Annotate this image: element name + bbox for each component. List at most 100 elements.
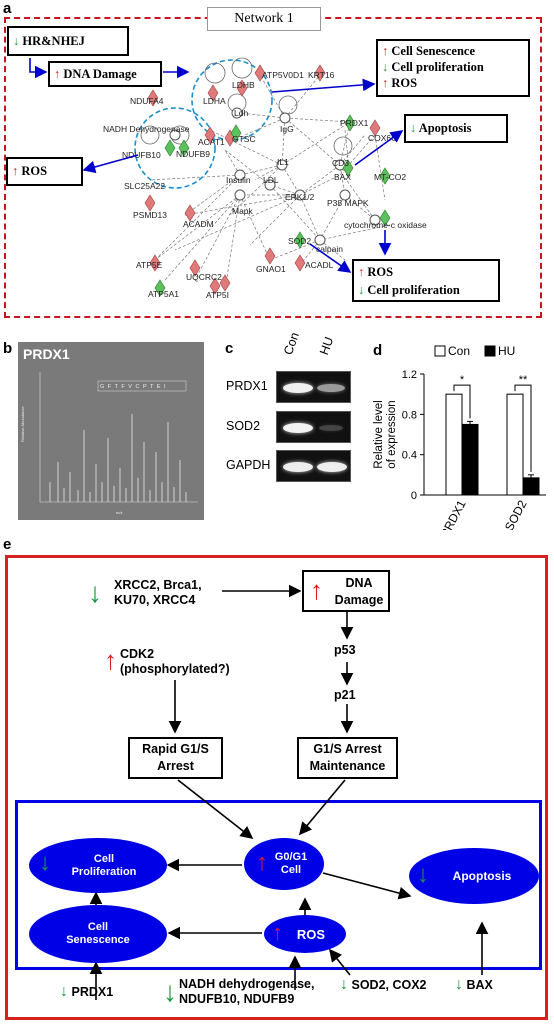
panel-e-label: e	[3, 536, 12, 553]
down-arrow-icon: ↓	[455, 976, 463, 993]
repair-genes-text: XRCC2, Brca1, KU70, XRCC4	[114, 578, 202, 607]
legend-swatch-hu	[484, 345, 496, 357]
band-sod2-hu	[319, 425, 343, 431]
svg-text:LDHB: LDHB	[232, 80, 255, 90]
legend-swatch-con	[434, 345, 446, 357]
gel-gapdh	[276, 450, 351, 482]
down-arrow-icon: ↓	[39, 849, 51, 876]
svg-text:ATP5E: ATP5E	[136, 260, 163, 270]
cell-senescence-node: Cell Senescence	[29, 905, 167, 963]
gel-sod2	[276, 411, 351, 443]
down-arrow-icon: ↓	[60, 983, 68, 1000]
cell-senescence-text: Cell Senescence	[66, 921, 130, 946]
significance-marker: **	[519, 374, 528, 386]
apoptosis-node: ↓ Apoptosis	[409, 848, 539, 904]
svg-text:P38 MAPK: P38 MAPK	[327, 198, 369, 208]
y-tick-label: 0.8	[402, 409, 417, 421]
g0g1-cell-node: ↑ G0/G1 Cell	[244, 838, 324, 890]
svg-text:GTSC: GTSC	[232, 134, 256, 144]
down-arrow-icon: ↓	[163, 976, 177, 1007]
svg-text:NDUFA4: NDUFA4	[130, 96, 164, 106]
ros-bottom-label: ROS	[367, 265, 394, 279]
ros-text: ROS	[296, 926, 326, 942]
svg-text:ERK1/2: ERK1/2	[285, 192, 315, 202]
gene-sod2: SOD2	[226, 419, 261, 433]
upregulated-nodes	[144, 64, 381, 295]
panel-a-label: a	[3, 0, 12, 17]
cell-proliferation-label: Cell proliferation	[391, 60, 484, 74]
ros-left-box: ↑ ROS	[6, 157, 83, 186]
bar-sod2-con	[506, 393, 524, 496]
dna-damage-box: ↑ DNA Damage	[302, 570, 390, 612]
legend-label-con: Con	[448, 344, 470, 358]
up-arrow-icon: ↑	[104, 645, 117, 675]
hr-nhej-label: HR&NHEJ	[22, 34, 85, 48]
ros-bottom-box: ↑ ROS ↓ Cell proliferation	[352, 259, 500, 302]
svg-text:Insulin: Insulin	[226, 175, 251, 185]
svg-text:Mapk: Mapk	[232, 206, 254, 216]
prdx1-group: ↓ PRDX1	[60, 984, 113, 1000]
apoptosis-label: Apoptosis	[418, 121, 472, 135]
up-arrow-icon: ↑	[310, 575, 323, 605]
svg-text:NDUFB10: NDUFB10	[122, 150, 161, 160]
svg-text:NDUFB9: NDUFB9	[176, 149, 210, 159]
gel-prdx1	[276, 371, 351, 403]
spectrum-title: PRDX1	[23, 346, 70, 362]
bax-group: ↓ BAX	[455, 977, 493, 993]
dna-damage-label: DNA Damage	[63, 67, 137, 81]
apoptosis-box: ↓ Apoptosis	[404, 114, 508, 143]
band-gapdh-hu	[317, 462, 347, 472]
sod2-cox2-text: SOD2, COX2	[351, 978, 427, 992]
svg-text:PRDX1: PRDX1	[340, 118, 369, 128]
svg-text:IgG: IgG	[280, 124, 294, 134]
y-axis-label: Relative level	[373, 400, 385, 468]
senescence-box: ↑ Cell Senescence ↓ Cell proliferation ↑…	[376, 39, 530, 97]
cell-proliferation-node: ↓ Cell Proliferation	[29, 838, 167, 893]
significance-bracket	[514, 384, 532, 472]
band-gapdh-con	[283, 462, 313, 472]
svg-text:IL1: IL1	[277, 157, 289, 167]
up-arrow-icon: ↑	[272, 920, 283, 945]
legend-label-hu: HU	[498, 344, 515, 358]
hr-nhej-box: ↓ HR&NHEJ	[7, 26, 129, 56]
svg-text:MT-CO2: MT-CO2	[374, 172, 406, 182]
hub-nodes	[169, 107, 381, 246]
y-tick-label: 0	[411, 490, 417, 502]
down-arrow-icon: ↓	[382, 60, 392, 74]
down-arrow-icon: ↓	[410, 121, 417, 135]
up-arrow-icon: ↑	[12, 164, 19, 178]
svg-text:UQCRC2: UQCRC2	[186, 272, 222, 282]
gene-prdx1: PRDX1	[226, 379, 268, 393]
svg-text:COX6C: COX6C	[368, 133, 397, 143]
up-arrow-icon: ↑	[256, 849, 268, 876]
down-arrow-icon: ↓	[88, 577, 102, 608]
cdk2-text: CDK2 (phosphorylated?)	[120, 647, 230, 676]
network-graph: NDUFA4 LDHA LDHB Ldh ATP5V0D1 KRT16 NADH…	[29, 57, 427, 300]
up-arrow-icon: ↑	[54, 67, 61, 81]
up-arrow-icon: ↑	[382, 44, 392, 58]
svg-text:cytochrome-c oxidase: cytochrome-c oxidase	[344, 220, 427, 230]
up-arrow-icon: ↑	[358, 265, 368, 279]
arrest-maintenance-box: G1/S Arrest Maintenance	[297, 737, 398, 779]
gene-gapdh: GAPDH	[226, 458, 271, 472]
cell-senescence-label: Cell Senescence	[391, 44, 476, 58]
svg-text:BAX: BAX	[334, 172, 351, 182]
up-arrow-icon: ↑	[382, 76, 392, 90]
spectrum-peaks	[49, 414, 187, 502]
spectrum-xlabel: m/z	[116, 510, 122, 515]
svg-text:ACADM: ACADM	[183, 219, 214, 229]
mass-spectrum: PRDX1 Relati	[18, 342, 204, 520]
network-title: Network 1	[207, 7, 321, 31]
svg-text:SOD2: SOD2	[288, 236, 311, 246]
significance-marker: *	[460, 374, 465, 386]
bax-text: BAX	[466, 978, 493, 992]
spectrum-sequence: G F T F V C P T E I	[100, 384, 166, 390]
svg-text:ACAT1: ACAT1	[198, 137, 225, 147]
band-sod2-con	[283, 423, 313, 433]
cell-proliferation-bottom-label: Cell proliferation	[367, 283, 460, 297]
down-arrow-icon: ↓	[13, 34, 20, 48]
rapid-arrest-box: Rapid G1/S Arrest	[128, 737, 223, 779]
ros-node: ↑ ROS	[264, 915, 346, 953]
